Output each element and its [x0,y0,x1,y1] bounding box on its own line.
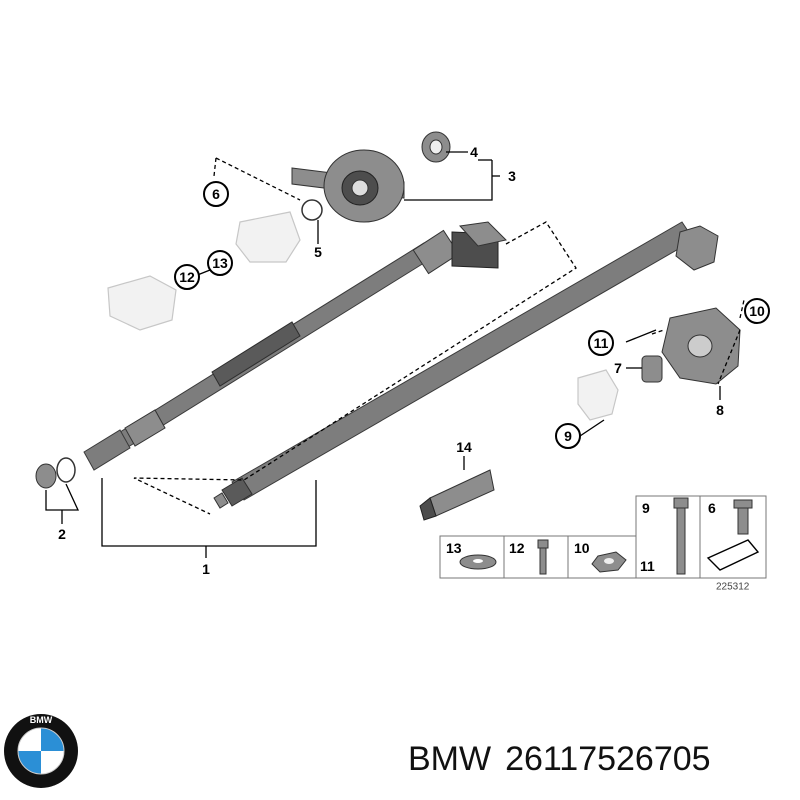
label-2: 2 [58,526,66,542]
svg-text:10: 10 [574,540,590,556]
dashed-guides [133,157,745,515]
label-5: 5 [314,244,322,260]
label-8: 8 [716,402,724,418]
legend-cell-9 [635,495,701,579]
svg-text:9: 9 [564,428,572,444]
arrow-direction-icon [706,539,760,571]
callout-9: 9 [555,423,581,449]
legend-cell-12 [503,535,569,579]
bolt-flange-icon [733,499,753,509]
svg-text:13: 13 [446,540,462,556]
seal-rings [35,457,76,489]
label-1: 1 [202,561,210,577]
callout-12: 12 [174,264,200,290]
svg-text:9: 9 [642,500,650,516]
svg-text:6: 6 [708,500,716,516]
svg-text:10: 10 [749,303,765,319]
label-7: 7 [614,360,622,376]
rear-propeller-shaft [213,221,719,509]
fastener-legend: 13 12 10 11 9 6 225312 [439,495,767,593]
label-14: 14 [456,439,472,455]
bolt-long-icon [673,497,689,509]
ghost-yoke-lower [107,275,177,331]
flex-disc [661,307,741,385]
callout-11: 11 [588,330,614,356]
callout-10: 10 [744,298,770,324]
center-bearing-support [291,131,451,223]
svg-text:12: 12 [179,269,195,285]
svg-text:13: 13 [212,255,228,271]
label-3: 3 [508,168,516,184]
centering-sleeve [641,355,663,383]
front-propeller-shaft [83,221,508,471]
grease-tube [419,469,495,521]
svg-text:12: 12 [509,540,525,556]
svg-text:11: 11 [594,335,609,351]
svg-text:6: 6 [212,186,220,202]
brand-part-number: BMW 26117526705 [408,740,725,779]
label-4: 4 [470,144,478,160]
logo-letters: BMW [30,715,53,725]
bolt-short-icon [537,539,549,549]
callout-6: 6 [203,181,229,207]
brand-name: BMW [408,740,492,778]
ghost-flange-rear [577,369,619,421]
callout-13: 13 [207,250,233,276]
ghost-yoke-upper [235,199,323,263]
bmw-logo: BMW [4,714,78,788]
svg-text:11: 11 [640,558,655,574]
svg-text:225312: 225312 [716,582,750,593]
part-number: 26117526705 [505,740,711,778]
